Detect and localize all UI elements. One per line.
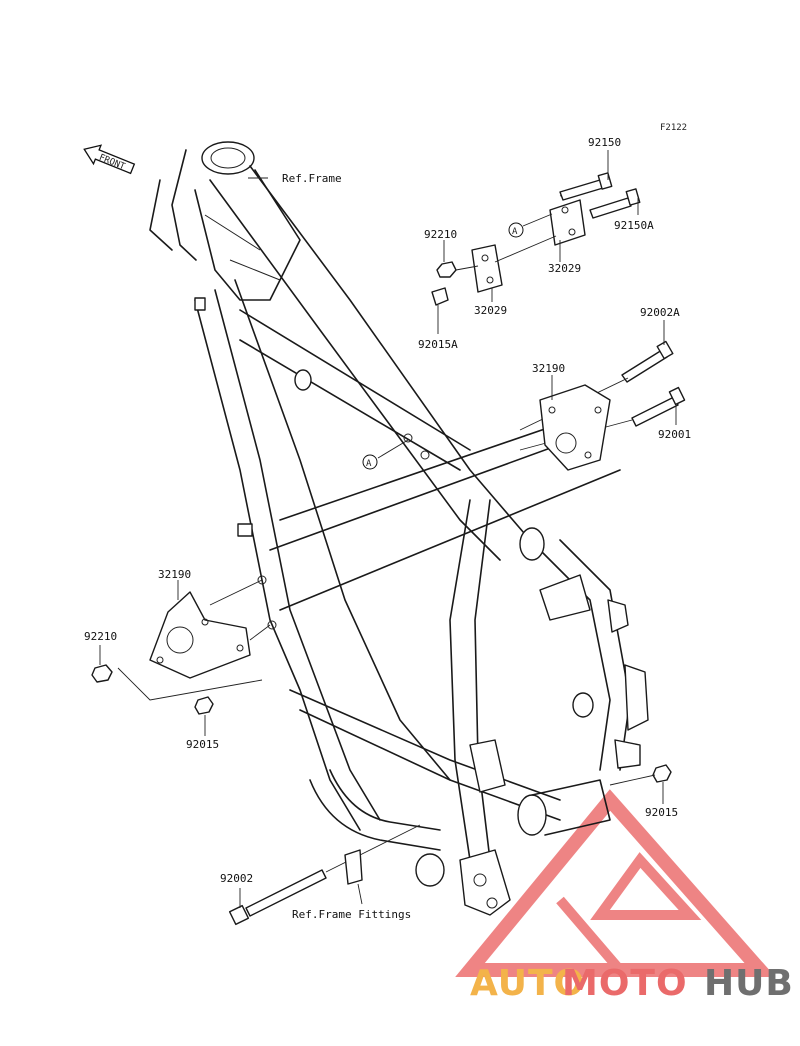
bolt-92150A [589, 188, 641, 219]
bolt-92001 [631, 386, 686, 427]
label-92210-left: 92210 [84, 630, 117, 643]
bracket-32029-lower [471, 244, 503, 293]
bracket-32190-right [539, 384, 611, 471]
front-arrow-icon: FRONT [83, 144, 136, 175]
frame-fitting-collar [344, 849, 363, 885]
label-32029-lower: 32029 [474, 304, 507, 317]
label-32190-right: 32190 [532, 362, 565, 375]
bolt-92150 [559, 172, 613, 201]
bracket-32190-left [149, 591, 251, 679]
label-92150: 92150 [588, 136, 621, 149]
label-92210-top: 92210 [424, 228, 457, 241]
label-92150A: 92150A [614, 219, 654, 232]
label-92001: 92001 [658, 428, 691, 441]
watermark-moto: MOTO [562, 963, 688, 1004]
nut-92015-right [652, 764, 672, 783]
watermark-text: AUTO MOTO HUB [470, 963, 794, 1004]
label-92002A: 92002A [640, 306, 680, 319]
bolt-92002 [228, 869, 327, 926]
label-92015A: 92015A [418, 338, 458, 351]
collar-92015A [431, 287, 449, 306]
bolt-92002A [621, 340, 674, 383]
small-parts [91, 172, 686, 926]
nut-92015-left [194, 696, 214, 715]
callout-a-lower: A [362, 454, 378, 470]
watermark-auto: AUTO [470, 963, 585, 1004]
ref-frame-fittings-label: Ref.Frame Fittings [292, 908, 411, 921]
nut-92210-left [91, 664, 113, 683]
label-32029-upper: 32029 [548, 262, 581, 275]
label-92015-right: 92015 [645, 806, 678, 819]
label-92015-left: 92015 [186, 738, 219, 751]
ref-frame-label: Ref.Frame [282, 172, 342, 185]
label-32190-left: 32190 [158, 568, 191, 581]
callout-a-lower-label: A [366, 459, 372, 469]
callout-a-upper-label: A [512, 227, 518, 237]
bracket-32029-upper [549, 199, 586, 246]
callout-a-upper: A [508, 222, 524, 238]
figure-code: F2122 [660, 123, 687, 133]
watermark-hub: HUB [704, 963, 794, 1004]
label-92002: 92002 [220, 872, 253, 885]
leader-lines [99, 150, 677, 908]
nut-92210-top [436, 261, 457, 278]
watermark-logo-icon [455, 789, 776, 977]
motorcycle-frame [149, 141, 649, 916]
